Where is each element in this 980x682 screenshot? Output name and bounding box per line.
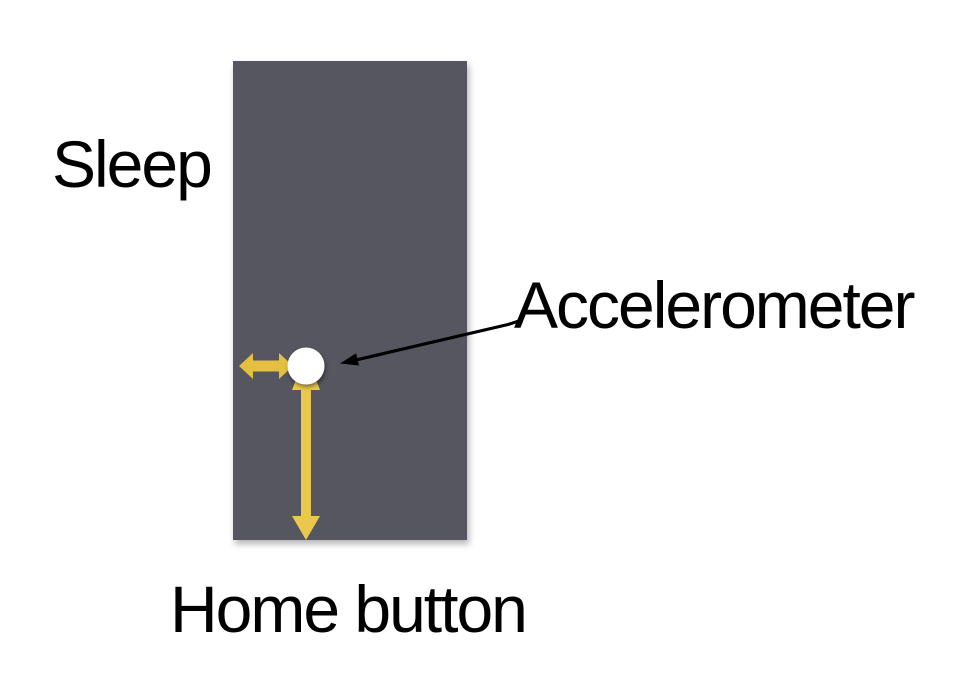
accelerometer-dot bbox=[287, 347, 325, 385]
annotation-arrowhead-icon bbox=[340, 353, 359, 366]
vertical-axis-arrow-icon bbox=[292, 354, 320, 540]
horizontal-axis-arrow-icon bbox=[239, 353, 293, 379]
sleep-label: Sleep bbox=[52, 127, 213, 201]
phone-body bbox=[233, 61, 467, 540]
accelerometer-label: Accelerometer bbox=[514, 268, 915, 342]
annotation-leader-line bbox=[355, 319, 520, 362]
home-button-label: Home button bbox=[170, 572, 528, 646]
